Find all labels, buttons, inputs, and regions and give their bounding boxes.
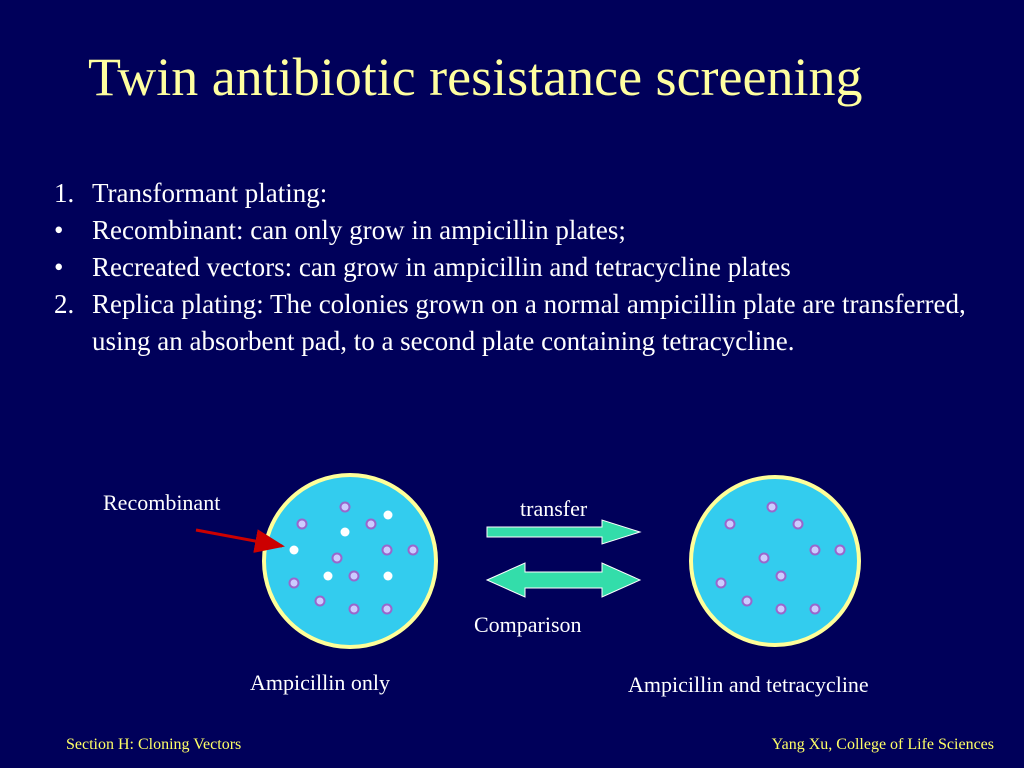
colony	[348, 603, 360, 615]
colony	[381, 544, 393, 556]
point-marker: 2.	[54, 289, 75, 319]
left-plate-colonies	[288, 501, 419, 615]
colony	[741, 595, 753, 607]
bullet-text: Recombinant: can only grow in ampicillin…	[92, 215, 626, 245]
colony	[314, 595, 326, 607]
comparison-label: Comparison	[474, 612, 582, 637]
recombinant-colony	[323, 571, 333, 581]
colony	[348, 570, 360, 582]
colony	[407, 544, 419, 556]
point-1: 1. Transformant plating:	[54, 175, 1004, 212]
recombinant-colony	[340, 527, 350, 537]
colony	[758, 552, 770, 564]
colony	[331, 552, 343, 564]
colony	[809, 544, 821, 556]
bullet-recombinant: • Recombinant: can only grow in ampicill…	[54, 212, 1004, 249]
recombinant-colony	[383, 571, 393, 581]
recombinant-colony	[383, 510, 393, 520]
bullet-recreated: • Recreated vectors: can grow in ampicil…	[54, 249, 1004, 286]
ampicillin-tetracycline-plate	[689, 475, 861, 647]
colony	[792, 518, 804, 530]
transfer-label: transfer	[520, 496, 588, 521]
colony	[809, 603, 821, 615]
recombinant-colony	[289, 545, 299, 555]
transfer-arrow	[486, 519, 642, 545]
left-plate-label: Ampicillin only	[250, 670, 390, 695]
colony	[715, 577, 727, 589]
right-plate-label: Ampicillin and tetracycline	[628, 672, 869, 697]
colony	[766, 501, 778, 513]
point-2: 2. Replica plating: The colonies grown o…	[54, 286, 1004, 360]
body-text: 1. Transformant plating: • Recombinant: …	[54, 175, 1004, 360]
slide-title: Twin antibiotic resistance screening	[88, 47, 863, 107]
recombinant-label: Recombinant	[103, 490, 221, 515]
colony	[296, 518, 308, 530]
point-text: Transformant plating:	[92, 178, 328, 208]
colony	[775, 570, 787, 582]
colony	[381, 603, 393, 615]
ampicillin-plate	[262, 473, 438, 649]
bullet-marker: •	[54, 252, 64, 282]
footer-author: Yang Xu, College of Life Sciences	[771, 736, 994, 753]
colony	[775, 603, 787, 615]
footer-section: Section H: Cloning Vectors	[66, 736, 242, 753]
right-plate-colonies	[715, 501, 846, 615]
comparison-double-arrow	[485, 562, 642, 598]
colony	[724, 518, 736, 530]
point-marker: 1.	[54, 178, 75, 208]
colony	[288, 577, 300, 589]
colony	[834, 544, 846, 556]
colony	[365, 518, 377, 530]
point-text: Replica plating: The colonies grown on a…	[92, 289, 966, 356]
bullet-text: Recreated vectors: can grow in ampicilli…	[92, 252, 791, 282]
colony	[339, 501, 351, 513]
bullet-marker: •	[54, 215, 64, 245]
recombinant-pointer-arrow	[195, 528, 285, 553]
